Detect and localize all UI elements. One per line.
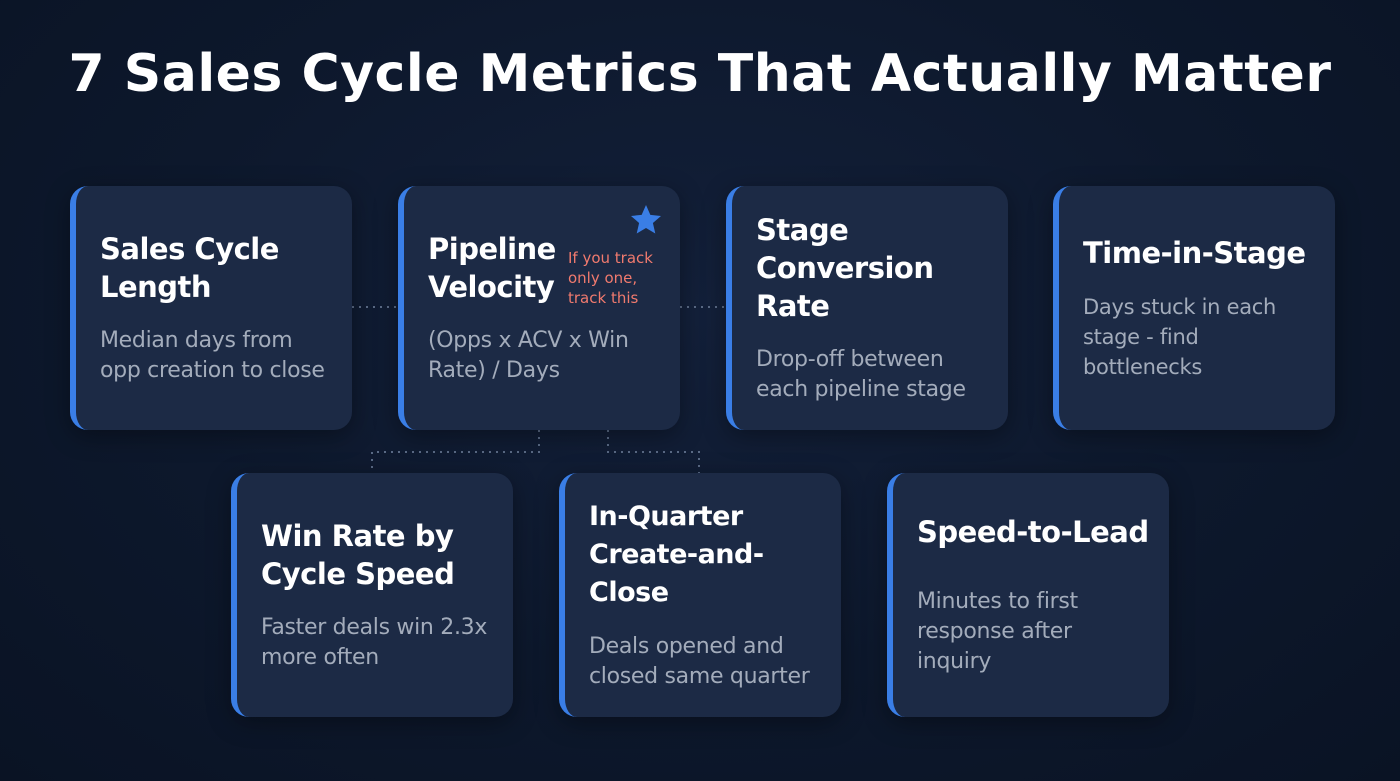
metric-description: (Opps x ACV x Win Rate) / Days bbox=[428, 328, 629, 383]
metric-description: Drop-off between each pipeline stage bbox=[756, 347, 966, 402]
metric-card-sales-cycle-length: Sales Cycle Length Median days from opp … bbox=[70, 186, 352, 430]
metric-title: Sales Cycle Length bbox=[100, 232, 279, 304]
metric-title: Pipeline Velocity bbox=[428, 232, 556, 304]
metric-card-stage-conversion-rate: Stage Conversion Rate Drop-off between e… bbox=[726, 186, 1008, 430]
page-title: 7 Sales Cycle Metrics That Actually Matt… bbox=[68, 44, 1332, 104]
metric-card-win-rate-by-cycle-speed: Win Rate by Cycle Speed Faster deals win… bbox=[231, 473, 513, 717]
metric-title: Speed-to-Lead bbox=[917, 515, 1149, 549]
star-icon bbox=[631, 205, 661, 234]
highlight-note: If you track only one, track this bbox=[568, 249, 653, 307]
metric-card-pipeline-velocity: Pipeline Velocity If you track only one,… bbox=[398, 186, 680, 430]
metric-title: Stage Conversion Rate bbox=[756, 213, 934, 323]
metric-description: Days stuck in each stage - find bottlene… bbox=[1083, 295, 1277, 379]
metric-title: Time-in-Stage bbox=[1083, 236, 1306, 270]
metric-card-in-quarter-create-and-close: In-Quarter Create-and-Close Deals opened… bbox=[559, 473, 841, 717]
metric-title: In-Quarter Create-and-Close bbox=[589, 501, 764, 608]
metric-card-speed-to-lead: Speed-to-Lead Minutes to first response … bbox=[887, 473, 1169, 717]
metric-title: Win Rate by Cycle Speed bbox=[261, 519, 455, 591]
metric-description: Median days from opp creation to close bbox=[100, 328, 325, 383]
metric-description: Deals opened and closed same quarter bbox=[589, 634, 810, 689]
metric-description: Faster deals win 2.3x more often bbox=[261, 615, 488, 670]
metric-card-time-in-stage: Time-in-Stage Days stuck in each stage -… bbox=[1053, 186, 1335, 430]
metric-description: Minutes to first response after inquiry bbox=[917, 589, 1078, 674]
